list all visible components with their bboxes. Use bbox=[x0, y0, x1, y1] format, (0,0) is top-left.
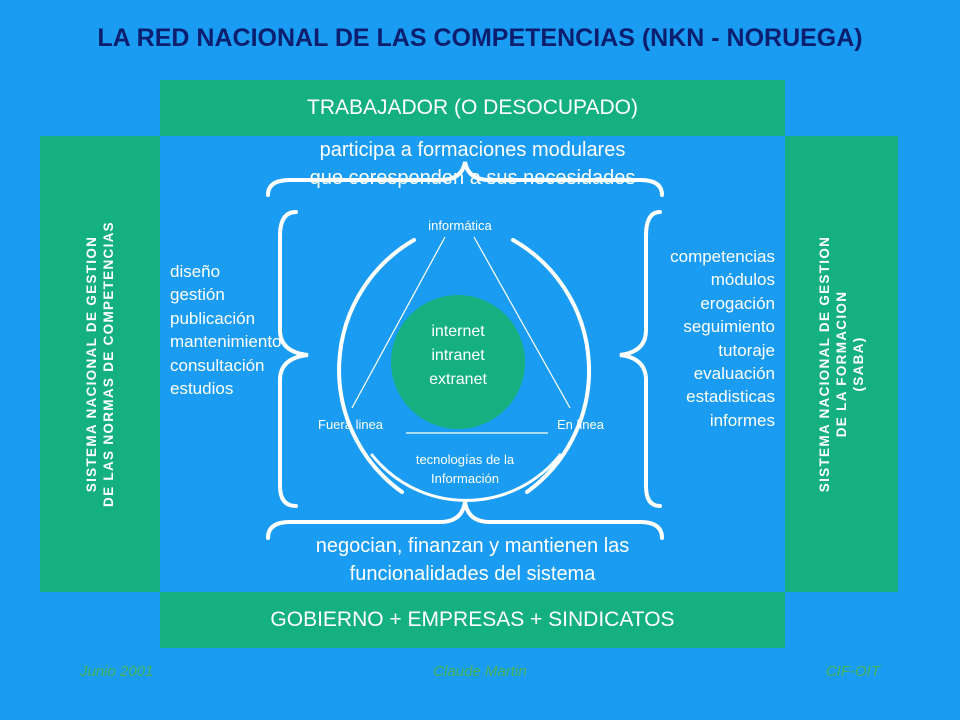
triangle-left-edge bbox=[351, 236, 446, 409]
right-list-item: estadisticas bbox=[686, 387, 775, 407]
right-list: competencias módulos erogación seguimien… bbox=[640, 245, 775, 432]
right-list-item: tutoraje bbox=[718, 340, 775, 360]
bottom-band-box bbox=[160, 592, 785, 648]
arc-left bbox=[337, 238, 416, 494]
left-list-item: consultación bbox=[170, 355, 265, 375]
right-list-item: módulos bbox=[710, 270, 775, 290]
circle-label-extranet: extranet bbox=[429, 371, 487, 388]
top-band-label: TRABAJADOR (O DESOCUPADO) bbox=[307, 96, 638, 119]
arc-bottom bbox=[370, 453, 562, 502]
tecnologias-line1: tecnologías de la bbox=[415, 452, 515, 467]
left-list: diseño gestión publicación mantenimiento… bbox=[170, 260, 282, 400]
right-list-item: informes bbox=[709, 410, 775, 430]
bottom-text: negocian, finanzan y mantienen las funci… bbox=[160, 532, 785, 588]
tecnologias-line2: Información bbox=[431, 471, 499, 486]
footer-org: CIF-OIT bbox=[825, 663, 880, 680]
footer-date: Junio 2001 bbox=[80, 663, 154, 680]
bottom-text-line1: negocian, finanzan y mantienen las bbox=[315, 535, 630, 557]
left-list-item: publicación bbox=[170, 308, 256, 328]
center-circle bbox=[391, 295, 525, 429]
triangle-right-edge bbox=[473, 236, 571, 409]
arc-right bbox=[511, 238, 592, 494]
tecnologias-label: tecnologías de la Información bbox=[390, 450, 540, 488]
top-text-line2: que coresponden a sus necesidades bbox=[309, 167, 636, 189]
informatica-label: informática bbox=[428, 218, 492, 233]
circle-label-internet: internet bbox=[431, 323, 485, 340]
right-list-item: evaluación bbox=[693, 364, 775, 384]
right-side-box bbox=[785, 136, 898, 592]
left-list-item: diseño bbox=[170, 262, 221, 281]
left-brace bbox=[278, 210, 309, 508]
right-list-item: seguimiento bbox=[683, 317, 775, 337]
left-list-item: gestión bbox=[170, 285, 225, 305]
top-text: participa a formaciones modulares que co… bbox=[160, 136, 785, 192]
bottom-band-label: GOBIERNO + EMPRESAS + SINDICATOS bbox=[270, 608, 675, 631]
left-list-item: mantenimiento bbox=[170, 332, 282, 352]
en-linea-label: En linea bbox=[557, 417, 604, 432]
left-list-item: estudios bbox=[170, 379, 234, 399]
right-list-item: erogación bbox=[700, 293, 775, 313]
circle-labels: internet intranet extranet bbox=[391, 320, 525, 392]
right-list-item: competencias bbox=[670, 247, 775, 266]
top-text-line1: participa a formaciones modulares bbox=[319, 139, 626, 161]
top-band-box bbox=[160, 80, 785, 136]
bottom-text-line2: funcionalidades del sistema bbox=[349, 563, 596, 585]
right-brace bbox=[619, 210, 662, 508]
footer-author: Claude Martin bbox=[433, 663, 527, 680]
bottom-brace bbox=[266, 501, 664, 540]
top-brace bbox=[266, 161, 664, 197]
fuera-linea-label: Fuera linea bbox=[318, 417, 384, 432]
left-side-box bbox=[40, 136, 160, 592]
circle-label-intranet: intranet bbox=[431, 347, 485, 364]
page-title: LA RED NACIONAL DE LAS COMPETENCIAS (NKN… bbox=[97, 24, 863, 52]
